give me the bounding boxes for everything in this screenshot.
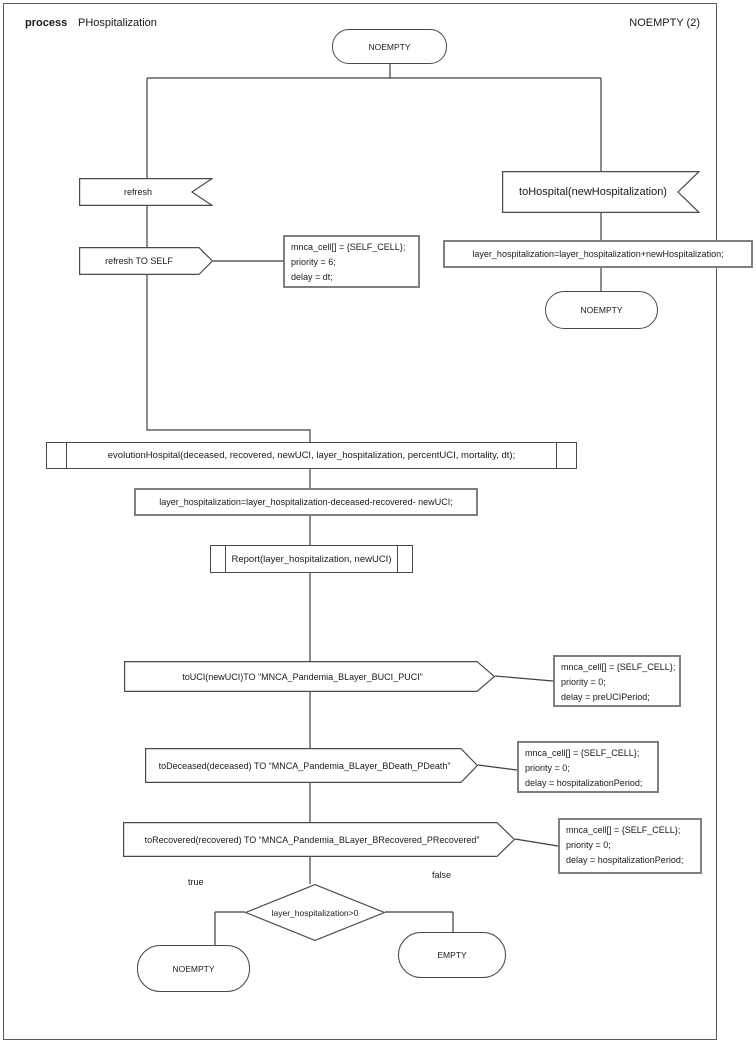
state-noempty-right-label: NOEMPTY xyxy=(580,305,623,315)
state-empty-bottom: EMPTY xyxy=(398,932,506,978)
branch-true-label: true xyxy=(188,877,204,887)
decision-diamond-shape xyxy=(245,884,385,941)
note-line: mnca_cell[] = {SELF_CELL}; xyxy=(561,662,676,672)
decision-hospitalization-gt0: layer_hospitalization>0 xyxy=(245,884,385,941)
action-torecovered-send: toRecovered(recovered) TO “MNCA_Pandemia… xyxy=(123,822,515,857)
event-tohospital-label: toHospital(newHospitalization) xyxy=(519,186,667,198)
action-refresh-to-self-label: refresh TO SELF xyxy=(105,256,173,266)
call-report: Report(layer_hospitalization, newUCI) xyxy=(210,545,413,573)
note-line: delay = hospitalizationPeriod; xyxy=(566,855,684,865)
event-refresh-label: refresh xyxy=(123,187,152,197)
process-kind-label: process xyxy=(25,17,68,29)
state-empty-bottom-label: EMPTY xyxy=(437,950,467,960)
note-todeceased-params: mnca_cell[] = {SELF_CELL}; priority = 0;… xyxy=(517,741,659,793)
event-tohospital-receive: toHospital(newHospitalization) xyxy=(502,171,700,213)
note-line: delay = preUCIPeriod; xyxy=(561,692,650,702)
action-touci-send: toUCI(newUCI)TO “MNCA_Pandemia_BLayer_BU… xyxy=(124,661,495,692)
note-line: priority = 0; xyxy=(561,677,606,687)
statement-hospital-add-label: layer_hospitalization=layer_hospitalizat… xyxy=(472,249,724,259)
note-line: delay = dt; xyxy=(291,272,333,282)
state-noempty-bottom-label: NOEMPTY xyxy=(172,963,215,974)
send-signal-shape xyxy=(79,247,213,275)
call-evolution-hospital: evolutionHospital(deceased, recovered, n… xyxy=(46,442,577,469)
statement-hospital-add: layer_hospitalization=layer_hospitalizat… xyxy=(443,240,753,268)
note-torecovered-params: mnca_cell[] = {SELF_CELL}; priority = 0;… xyxy=(558,818,702,874)
note-line: priority = 0; xyxy=(566,840,611,850)
receive-signal-shape xyxy=(502,171,700,213)
state-noempty-bottom: NOEMPTY xyxy=(137,945,250,992)
send-signal-shape xyxy=(123,822,515,857)
decision-label: layer_hospitalization>0 xyxy=(271,907,359,918)
receive-signal-shape xyxy=(79,178,213,206)
note-refresh-params: mnca_cell[] = {SELF_CELL}; priority = 6;… xyxy=(283,235,420,288)
process-name: PHospitalization xyxy=(78,17,157,29)
note-line: priority = 6; xyxy=(291,257,336,267)
send-signal-shape xyxy=(145,748,478,783)
note-touci-params: mnca_cell[] = {SELF_CELL}; priority = 0;… xyxy=(553,655,681,707)
branch-false-label: false xyxy=(432,870,452,880)
action-touci-label: toUCI(newUCI)TO “MNCA_Pandemia_BLayer_BU… xyxy=(182,671,423,682)
note-line: priority = 0; xyxy=(525,763,570,773)
note-line: delay = hospitalizationPeriod; xyxy=(525,778,643,788)
send-signal-shape xyxy=(124,661,495,692)
page-frame xyxy=(3,3,717,1040)
note-line: mnca_cell[] = {SELF_CELL}; xyxy=(525,748,640,758)
action-refresh-to-self: refresh TO SELF xyxy=(79,247,213,275)
note-line: mnca_cell[] = {SELF_CELL}; xyxy=(291,242,406,252)
statement-hospital-subtract-label: layer_hospitalization=layer_hospitalizat… xyxy=(159,497,453,507)
state-noempty-start: NOEMPTY xyxy=(332,29,447,64)
action-todeceased-label: toDeceased(deceased) TO “MNCA_Pandemia_B… xyxy=(158,760,451,771)
note-line: mnca_cell[] = {SELF_CELL}; xyxy=(566,825,681,835)
action-torecovered-label: toRecovered(recovered) TO “MNCA_Pandemia… xyxy=(144,834,480,845)
call-evolution-hospital-label: evolutionHospital(deceased, recovered, n… xyxy=(107,450,516,461)
state-noempty-start-label: NOEMPTY xyxy=(368,41,411,52)
statement-hospital-subtract: layer_hospitalization=layer_hospitalizat… xyxy=(134,488,478,516)
event-refresh-receive: refresh xyxy=(79,178,213,206)
state-ref-label: NOEMPTY (2) xyxy=(629,17,700,29)
action-todeceased-send: toDeceased(deceased) TO “MNCA_Pandemia_B… xyxy=(145,748,478,783)
state-noempty-right: NOEMPTY xyxy=(545,291,658,329)
call-report-label: Report(layer_hospitalization, newUCI) xyxy=(231,553,392,565)
